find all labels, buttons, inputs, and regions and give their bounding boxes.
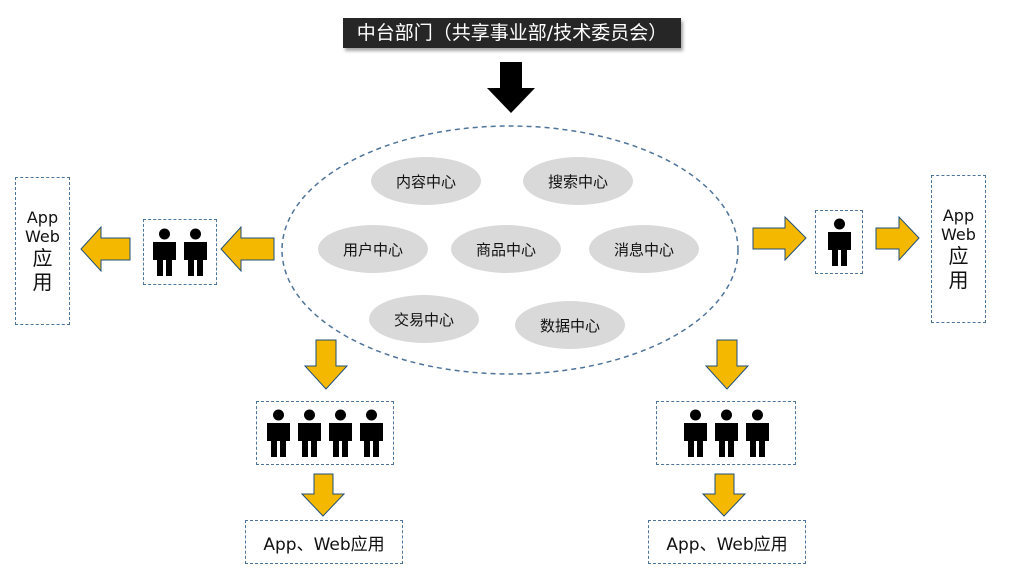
team-right <box>815 210 863 274</box>
middle-platform-title: 中台部门（共享事业部/技术委员会） <box>343 18 681 48</box>
center-content: 内容中心 <box>371 157 481 205</box>
center-search: 搜索中心 <box>523 157 633 205</box>
middle-platform-ellipse <box>281 125 739 375</box>
left-app-line1: App <box>26 207 59 227</box>
person-icon <box>153 228 176 276</box>
person-icon <box>184 228 207 276</box>
team-left <box>143 219 217 285</box>
arrow-left-1 <box>220 225 275 273</box>
center-data: 数据中心 <box>515 301 625 349</box>
person-icon <box>298 409 321 457</box>
team-bottom-right <box>656 401 796 465</box>
bottom-left-app-box: App、Web应用 <box>245 520 403 564</box>
right-app-box: App Web 应 用 <box>931 175 986 323</box>
person-icon <box>714 409 738 457</box>
arrow-down-br-2 <box>701 473 747 517</box>
person-icon <box>329 409 352 457</box>
right-app-line2: Web <box>941 225 976 244</box>
right-app-line4: 用 <box>948 268 969 293</box>
person-icon <box>827 218 851 266</box>
left-app-line3: 应 <box>32 246 53 271</box>
person-icon <box>360 409 383 457</box>
center-user: 用户中心 <box>318 225 428 273</box>
left-app-line4: 用 <box>32 270 53 295</box>
right-app-line1: App <box>942 205 975 225</box>
arrow-down-br-1 <box>704 339 750 390</box>
person-icon <box>267 409 290 457</box>
arrow-down-bl-2 <box>300 473 346 517</box>
left-app-line2: Web <box>25 227 60 246</box>
arrow-right-2 <box>875 215 920 262</box>
center-trade: 交易中心 <box>369 295 479 343</box>
center-product: 商品中心 <box>451 225 561 273</box>
left-app-box: App Web 应 用 <box>15 177 70 325</box>
arrow-down-bl-1 <box>303 339 349 390</box>
person-icon <box>683 409 707 457</box>
person-icon <box>745 409 769 457</box>
down-arrow-black <box>487 62 535 113</box>
arrow-left-2 <box>80 225 131 273</box>
center-message: 消息中心 <box>589 225 699 273</box>
arrow-right-1 <box>752 215 807 262</box>
team-bottom-left <box>256 401 394 465</box>
bottom-right-app-box: App、Web应用 <box>648 520 806 564</box>
right-app-line3: 应 <box>948 244 969 269</box>
